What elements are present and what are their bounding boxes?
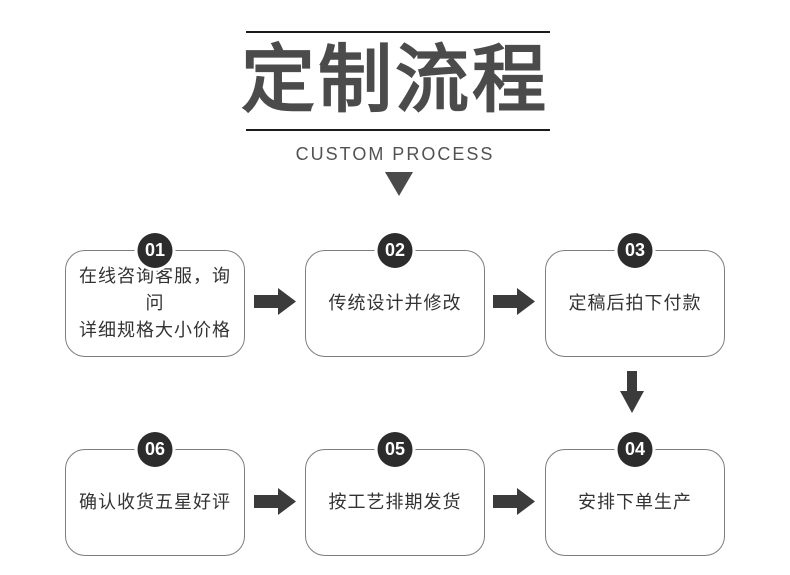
step-box-01: 01 在线咨询客服，询问 详细规格大小价格 (65, 233, 245, 357)
title-divider-top (246, 31, 550, 33)
step-label: 定稿后拍下付款 (563, 290, 708, 317)
page-title: 定制流程 (241, 38, 549, 121)
step-number-badge: 01 (137, 233, 173, 268)
step-label-line: 确认收货五星好评 (79, 492, 231, 512)
arrow-down-icon (620, 371, 644, 413)
step-number-badge: 06 (137, 432, 173, 467)
step-box-04: 04 安排下单生产 (545, 432, 725, 556)
arrow-right-icon (493, 288, 535, 315)
step-label-line: 详细规格大小价格 (79, 320, 231, 340)
arrow-right-icon (254, 488, 296, 515)
step-label: 传统设计并修改 (323, 290, 468, 317)
step-label-line: 按工艺排期发货 (328, 492, 462, 512)
step-box-05: 05 按工艺排期发货 (305, 432, 485, 556)
step-box-03: 03 定稿后拍下付款 (545, 233, 725, 357)
step-number-badge: 03 (617, 233, 653, 268)
step-label: 安排下单生产 (572, 489, 698, 516)
step-label-line: 安排下单生产 (578, 492, 692, 512)
arrow-right-icon (493, 488, 535, 515)
page-subtitle: CUSTOM PROCESS (295, 144, 495, 164)
step-number-badge: 02 (377, 233, 413, 268)
step-label-line: 在线咨询客服，询问 (79, 266, 231, 313)
step-box-06: 06 确认收货五星好评 (65, 432, 245, 556)
step-box-02: 02 传统设计并修改 (305, 233, 485, 357)
step-label: 在线咨询客服，询问 详细规格大小价格 (66, 263, 244, 344)
step-label: 按工艺排期发货 (323, 489, 468, 516)
step-number-badge: 05 (377, 432, 413, 467)
title-divider-bottom (246, 129, 550, 131)
step-label: 确认收货五星好评 (73, 489, 237, 516)
step-number-badge: 04 (617, 432, 653, 467)
step-label-line: 传统设计并修改 (328, 293, 462, 313)
triangle-down-icon (385, 172, 413, 196)
arrow-right-icon (254, 288, 296, 315)
step-label-line: 定稿后拍下付款 (568, 293, 702, 313)
